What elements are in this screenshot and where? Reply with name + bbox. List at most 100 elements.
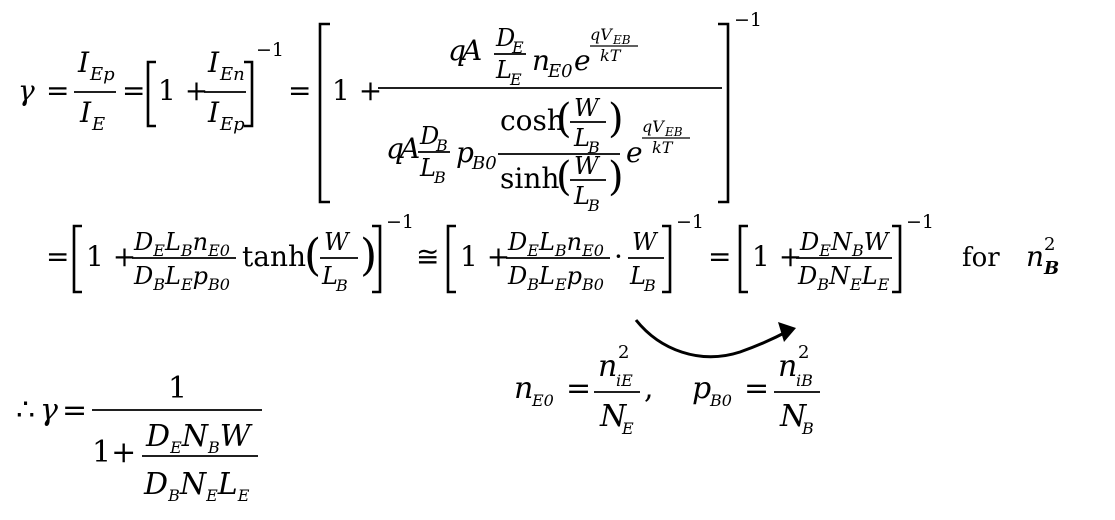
- density-n: n: [514, 371, 533, 406]
- area-A: A: [397, 132, 420, 165]
- current-I: I: [207, 46, 220, 79]
- open-paren: (: [304, 230, 321, 281]
- inverse-exponent: −1: [676, 211, 704, 233]
- therefore-symbol: ∴: [16, 393, 35, 428]
- subscript-E: E: [509, 70, 522, 89]
- subscript-Ep: Ep: [89, 64, 115, 85]
- left-bracket: [72, 224, 82, 294]
- equation-line-2: = 1 + DELBnE0 DBLEpB0 tanh ( W L B ) −1 …: [46, 211, 1059, 295]
- exp-e: e: [626, 136, 643, 169]
- right-bracket: [244, 60, 254, 128]
- exp-e: e: [574, 44, 591, 77]
- subscript-iE: iE: [616, 371, 633, 390]
- numerator-product: DELBnE0: [133, 228, 230, 260]
- subscript-B: B: [435, 136, 448, 155]
- one-plus: 1 +: [86, 240, 136, 273]
- equals-sign: =: [744, 371, 769, 406]
- denominator-product: DBNELE: [797, 262, 890, 294]
- equals-sign: =: [62, 393, 87, 428]
- left-bracket: [146, 60, 156, 128]
- exponent-kT: kT: [652, 138, 674, 157]
- close-paren: ): [360, 230, 377, 281]
- subscript-B0: B0: [471, 153, 497, 174]
- denominator-product: DBNELE: [143, 467, 250, 505]
- diffusivity-D: D: [495, 24, 515, 52]
- equals-sign: =: [288, 74, 311, 107]
- subscript-B: B: [335, 276, 348, 295]
- cosh-function: cosh: [500, 104, 565, 137]
- gamma-symbol: γ: [18, 74, 35, 107]
- comma: ,: [644, 371, 654, 406]
- arrow-head-icon: [778, 322, 796, 342]
- approx-equal: ≅: [416, 240, 439, 273]
- current-I: I: [79, 96, 92, 129]
- one-plus: 1 +: [460, 240, 510, 273]
- length-L: L: [495, 56, 512, 84]
- subscript-B: B: [801, 419, 814, 438]
- denominator-product: DBLEpB0: [133, 262, 230, 294]
- area-A: A: [459, 34, 482, 67]
- one-plus: 1 +: [158, 74, 208, 107]
- subscript-B: B: [587, 138, 600, 157]
- equals-sign: =: [708, 240, 731, 273]
- inverse-exponent: −1: [256, 39, 284, 61]
- denominator-product: DBLEpB0: [507, 262, 604, 294]
- subscript-Ep: Ep: [219, 114, 245, 135]
- subscript-E: E: [91, 114, 105, 135]
- tanh-function: tanh: [242, 240, 306, 273]
- close-paren: ): [608, 154, 624, 200]
- close-paren: ): [608, 96, 624, 142]
- right-bracket: [662, 224, 672, 294]
- right-bracket: [892, 224, 902, 294]
- subscript-B0: B0: [709, 391, 732, 410]
- subscript-E0: E0: [531, 391, 554, 410]
- superscript-2: 2: [1044, 234, 1055, 255]
- equation-line-1: γ = I Ep I E = 1 + I En I Ep −1 = 1 + q …: [18, 9, 762, 215]
- density-p: p: [456, 136, 474, 169]
- sinh-function: sinh: [500, 162, 559, 195]
- open-paren: (: [556, 154, 572, 200]
- intrinsic-n: n: [598, 349, 617, 384]
- subscript-iB: iB: [796, 371, 813, 390]
- left-bracket: [738, 224, 748, 294]
- subscript-B: B: [433, 168, 446, 187]
- one-plus: 1 +: [752, 240, 802, 273]
- exponent-subscript-EB: EB: [612, 33, 631, 47]
- equals-sign: =: [46, 240, 69, 273]
- exponent-kT: kT: [600, 46, 622, 65]
- density-n: n: [532, 44, 550, 77]
- subscript-E0: E0: [547, 61, 573, 82]
- width-W: W: [574, 152, 601, 180]
- diffusivity-D: D: [419, 122, 439, 150]
- left-bracket: [446, 224, 456, 294]
- length-L: L: [321, 262, 338, 290]
- carrier-definitions: n E0 = n 2 iE N E , p B0 = n 2 iB N B: [514, 342, 820, 438]
- intrinsic-n: n: [778, 349, 797, 384]
- numerator-product: DENBW: [145, 419, 253, 457]
- equals-sign: =: [122, 74, 145, 107]
- subscript-B: B: [1043, 258, 1059, 279]
- length-L: L: [573, 182, 590, 210]
- current-I: I: [77, 46, 90, 79]
- curved-arrow: [634, 319, 791, 359]
- one-plus: 1+: [92, 435, 136, 470]
- length-L: L: [419, 154, 436, 182]
- length-L: L: [629, 262, 646, 290]
- exponent-qV: qV: [590, 25, 613, 44]
- charge-q: q: [386, 132, 404, 165]
- numerator-one: 1: [168, 371, 187, 406]
- width-W: W: [324, 228, 351, 256]
- dot-operator: ·: [614, 240, 623, 273]
- density-p: p: [692, 371, 711, 406]
- inverse-exponent: −1: [734, 9, 762, 31]
- numerator-product: DELBnE0: [507, 228, 604, 260]
- width-W: W: [632, 228, 659, 256]
- doping-N: N: [779, 399, 808, 434]
- superscript-2: 2: [798, 342, 809, 363]
- width-W: W: [574, 94, 601, 122]
- charge-q: q: [448, 34, 466, 67]
- large-right-bracket: [718, 22, 730, 204]
- inverse-exponent: −1: [906, 211, 934, 233]
- open-paren: (: [556, 96, 572, 142]
